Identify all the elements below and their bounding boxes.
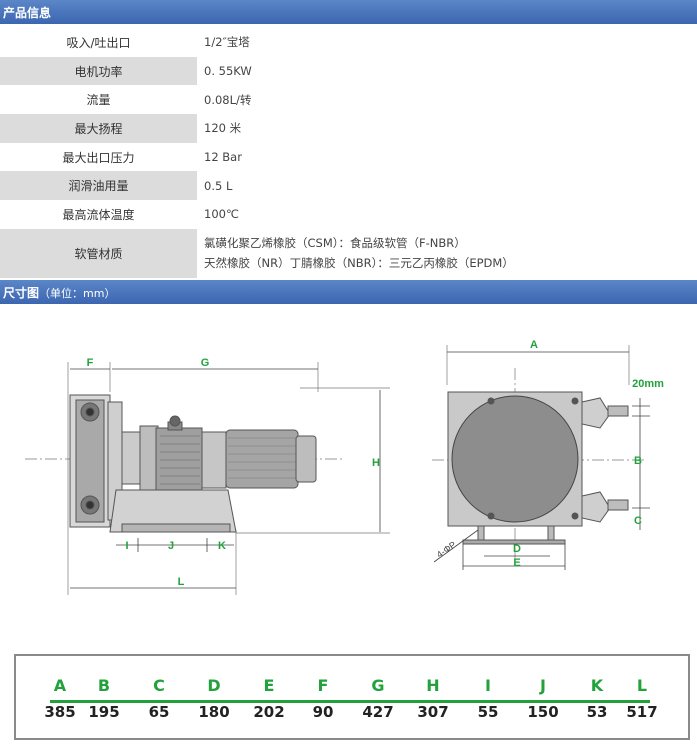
spec-value: 0. 55KW <box>204 57 252 86</box>
dimension-title: 尺寸图（单位：mm） <box>3 284 115 301</box>
label-f: F <box>87 357 94 369</box>
label-a: A <box>530 339 538 351</box>
spec-row: 电机功率 0. 55KW <box>0 56 697 86</box>
label-holes: 4-ΦP <box>435 539 458 559</box>
label-j: J <box>168 540 174 552</box>
dim-value-b: 195 <box>88 703 120 721</box>
spec-row: 最大扬程 120 米 <box>0 114 697 143</box>
spec-value: 120 米 <box>204 114 241 143</box>
spec-value: 0.5 L <box>204 171 232 200</box>
label-d: D <box>513 543 521 555</box>
dim-letter-k: K <box>590 676 604 695</box>
dim-value-g: 427 <box>362 703 394 721</box>
spec-value-text: 0.5 L <box>204 178 233 193</box>
product-info-title: 产品信息 <box>3 6 52 20</box>
spec-row: 润滑油用量 0.5 L <box>0 171 697 201</box>
spec-row: 软管材质 氯磺化聚乙烯橡胶（CSM）：食品级软管（F-NBR） 天然橡胶（NR）… <box>0 228 697 278</box>
spec-value: 氯磺化聚乙烯橡胶（CSM）：食品级软管（F-NBR） 天然橡胶（NR）丁腈橡胶（… <box>204 229 514 278</box>
front-view <box>432 345 650 570</box>
dim-letter-d: D <box>207 676 221 695</box>
label-k: K <box>218 540 226 552</box>
dim-letter-c: C <box>153 676 165 695</box>
dim-letter-f: F <box>317 676 329 695</box>
dim-value-a: 385 <box>44 703 76 721</box>
spec-value-text: 氯磺化聚乙烯橡胶（CSM）：食品级软管（F-NBR） <box>204 236 466 251</box>
spec-row: 最大出口压力 12 Bar <box>0 143 697 172</box>
dim-letter-j: J <box>540 676 546 695</box>
label-g: G <box>201 357 210 369</box>
dimension-header: 尺寸图（单位：mm） <box>0 280 697 304</box>
spec-label: 软管材质 <box>0 228 197 278</box>
spec-label: 润滑油用量 <box>0 171 197 201</box>
spec-value-text-2: 天然橡胶（NR）丁腈橡胶（NBR）：三元乙丙橡胶（EPDM） <box>204 256 514 271</box>
label-b: B <box>634 455 642 467</box>
spec-row: 流量 0.08L/转 <box>0 85 697 114</box>
label-l: L <box>178 576 185 588</box>
spec-label: 流量 <box>86 93 111 108</box>
spec-value-text: 120 米 <box>204 121 242 136</box>
dim-letter-e: E <box>263 676 275 695</box>
dim-value-c: 65 <box>148 703 170 721</box>
label-c: C <box>634 515 642 527</box>
spec-value: 12 Bar <box>204 143 242 172</box>
spec-label: 最大扬程 <box>0 114 197 143</box>
product-info-header: 产品信息 <box>0 0 697 24</box>
spec-label: 电机功率 <box>0 56 197 86</box>
spec-label: 吸入/吐出口 <box>66 35 131 50</box>
dim-value-k: 53 <box>586 703 608 721</box>
side-view <box>25 362 390 595</box>
label-h: H <box>372 457 380 469</box>
dim-value-e: 202 <box>253 703 285 721</box>
dim-value-d: 180 <box>198 703 230 721</box>
spec-table: 吸入/吐出口 1/2″宝塔 电机功率 0. 55KW 流量 0.08L/转 最大… <box>0 28 697 278</box>
spec-row: 吸入/吐出口 1/2″宝塔 <box>0 28 697 57</box>
dim-value-f: 90 <box>312 703 334 721</box>
dimension-title-text: 尺寸图 <box>3 286 40 300</box>
dim-letter-g: G <box>371 676 385 695</box>
dimension-unit: （单位：mm） <box>39 287 116 300</box>
spec-value-text: 100℃ <box>204 207 239 222</box>
dim-value-l: 517 <box>626 703 658 721</box>
dim-letter-l: L <box>636 676 648 695</box>
spec-row: 最高流体温度 100℃ <box>0 200 697 229</box>
dim-letter-a: A <box>53 676 67 695</box>
spec-value-text: 1/2″宝塔 <box>204 35 250 50</box>
dim-letter-b: B <box>97 676 111 695</box>
label-e: E <box>513 557 520 569</box>
spec-value: 0.08L/转 <box>204 85 251 114</box>
spec-label: 最大出口压力 <box>62 150 135 165</box>
dimension-divider-line <box>50 700 650 703</box>
spec-value: 100℃ <box>204 200 239 229</box>
spec-value-text: 0. 55KW <box>204 64 252 79</box>
dim-value-h: 307 <box>417 703 449 721</box>
dim-letter-i: I <box>485 676 491 695</box>
dimension-values: A 385 B 195 C 65 D 180 E 202 F 90 G 427 … <box>14 654 690 740</box>
spec-value: 1/2″宝塔 <box>204 28 250 57</box>
label-hose-size: 20mm <box>632 378 664 390</box>
dimension-drawing: F G H I J K L A B C D E 20mm 4-ΦP <box>25 339 664 595</box>
label-i: I <box>125 540 128 552</box>
spec-value-text: 0.08L/转 <box>204 92 252 107</box>
dim-letter-h: H <box>426 676 440 695</box>
dim-value-i: 55 <box>477 703 499 721</box>
spec-value-text: 12 Bar <box>204 150 242 165</box>
dim-value-j: 150 <box>527 703 559 721</box>
spec-label: 最高流体温度 <box>62 207 135 222</box>
